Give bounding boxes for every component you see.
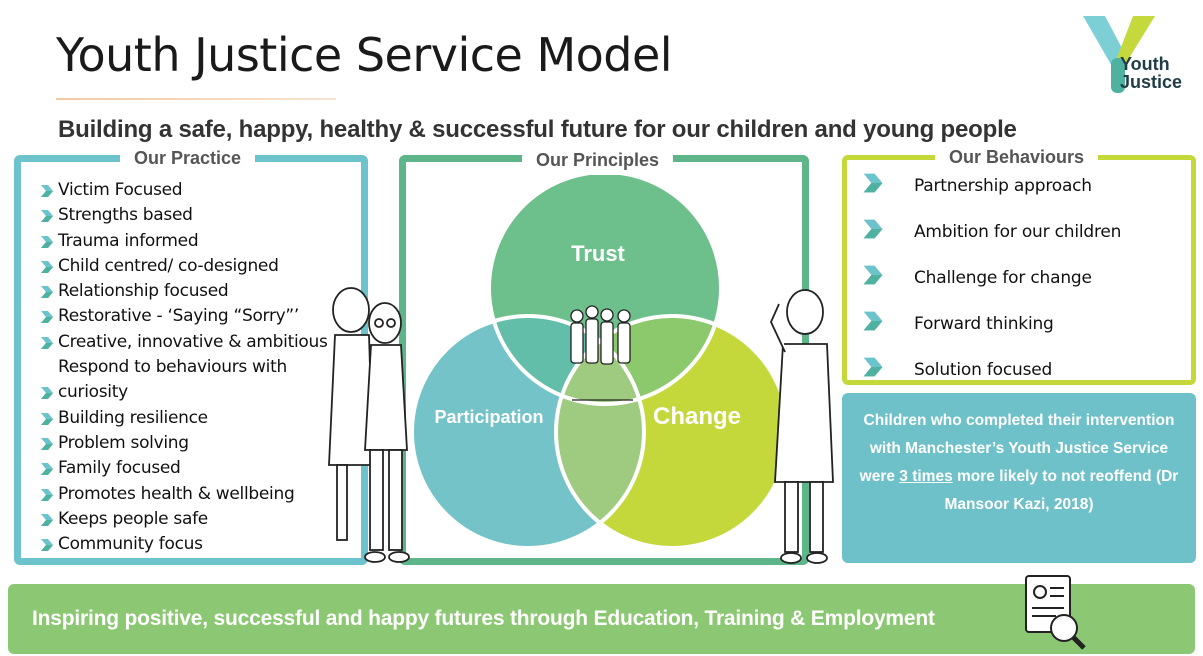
banner-text: Inspiring positive, successful and happy… <box>32 607 935 630</box>
practice-item-text: Relationship focused <box>58 281 229 302</box>
practice-item-text: Community focus <box>58 534 203 555</box>
behaviours-list-item: Solution focused <box>862 352 1121 398</box>
practice-item-text: Keeps people safe <box>58 508 208 529</box>
practice-list-item: Keeps people safe <box>40 507 328 532</box>
practice-item-text: Creative, innovative & ambitious <box>58 331 328 352</box>
practice-item-text: Strengths based <box>58 205 193 226</box>
practice-heading: Our Practice <box>120 148 256 169</box>
practice-list-item: Relationship focused <box>40 279 328 304</box>
chevron-bullet-icon <box>41 513 53 526</box>
practice-item-text: Family focused <box>58 458 181 479</box>
practice-list-item: Respond to behaviours with <box>40 355 328 380</box>
venn-label-change: Change <box>653 403 741 430</box>
behaviours-list-item: Partnership approach <box>862 168 1121 214</box>
practice-item-text: Restorative - ‘Saying “Sorry”’ <box>58 306 300 327</box>
behaviour-item-text: Forward thinking <box>914 314 1054 334</box>
page-title: Youth Justice Service Model <box>56 28 673 82</box>
chevron-bullet-icon <box>863 357 883 377</box>
practice-list-item: Restorative - ‘Saying “Sorry”’ <box>40 304 328 329</box>
logo-text-line2: Justice <box>1120 72 1183 92</box>
chevron-bullet-icon <box>41 235 53 248</box>
practice-list-item: Trauma informed <box>40 229 328 254</box>
resume-magnifier-icon <box>1025 575 1086 650</box>
chevron-bullet-icon <box>41 286 53 299</box>
stat-emphasis: 3 times <box>899 468 953 485</box>
behaviour-item-text: Solution focused <box>914 360 1053 380</box>
page-subtitle: Building a safe, happy, healthy & succes… <box>58 116 1017 143</box>
practice-list-item: Promotes health & wellbeing <box>40 482 328 507</box>
behaviours-list-item: Challenge for change <box>862 260 1121 306</box>
principles-venn-diagram: Trust Participation Change <box>410 175 790 550</box>
venn-label-trust: Trust <box>571 241 625 266</box>
practice-item-text: Building resilience <box>58 407 208 428</box>
people-illustration-left <box>328 287 410 563</box>
chevron-bullet-icon <box>863 311 883 331</box>
chevron-bullet-icon <box>41 185 53 197</box>
practice-list-item: Creative, innovative & ambitious <box>40 330 328 355</box>
behaviours-list-item: Ambition for our children <box>862 214 1121 260</box>
stat-text-after: more likely to not reoffend (Dr Mansoor … <box>944 468 1179 513</box>
logo-text-line1: Youth <box>1120 54 1170 74</box>
chevron-bullet-icon <box>41 311 53 324</box>
practice-list-item: Strengths based <box>40 203 328 228</box>
practice-item-text: Problem solving <box>58 432 189 453</box>
youth-justice-logo <box>1083 16 1155 93</box>
practice-list-item: Community focus <box>40 532 328 557</box>
title-underline <box>56 98 336 100</box>
practice-item-text: Promotes health & wellbeing <box>58 483 295 504</box>
venn-overlap-lower <box>556 316 644 548</box>
practice-item-text: curiosity <box>58 382 128 403</box>
bottom-banner <box>8 584 1195 654</box>
chevron-bullet-icon <box>41 488 53 501</box>
behaviour-item-text: Challenge for change <box>914 268 1092 288</box>
venn-outline-participation <box>410 314 646 550</box>
chevron-bullet-icon <box>41 387 53 400</box>
chevron-bullet-icon <box>41 210 53 223</box>
behaviour-item-text: Ambition for our children <box>914 222 1122 242</box>
chevron-bullet-icon <box>41 336 53 349</box>
chevron-bullet-icon <box>863 173 883 193</box>
chevron-bullet-icon <box>41 260 53 273</box>
chevron-bullet-icon <box>41 539 53 552</box>
practice-item-text: Trauma informed <box>58 230 199 251</box>
venn-label-participation: Participation <box>434 407 543 427</box>
practice-item-text: Child centred/ co-designed <box>58 255 279 276</box>
logo-text: Youth Justice <box>1120 55 1182 91</box>
practice-list-item: Victim Focused <box>40 178 328 203</box>
stat-text-before: Children who completed their interventio… <box>859 412 1175 485</box>
statistic-box: Children who completed their interventio… <box>842 393 1196 563</box>
practice-list-item: curiosity <box>40 380 328 405</box>
person-illustration-right <box>770 289 834 564</box>
behaviours-heading: Our Behaviours <box>935 147 1099 168</box>
behaviours-list-item: Forward thinking <box>862 306 1121 352</box>
practice-item-text: Respond to behaviours with <box>58 357 287 378</box>
practice-list-item: Problem solving <box>40 431 328 456</box>
chevron-bullet-icon <box>41 437 53 450</box>
chevron-bullet-icon <box>41 412 53 425</box>
practice-list-item: Child centred/ co-designed <box>40 254 328 279</box>
venn-outline-trust <box>487 175 723 406</box>
practice-item-text: Victim Focused <box>58 180 183 200</box>
chevron-bullet-icon <box>41 463 53 476</box>
practice-list-item: Family focused <box>40 456 328 481</box>
principles-heading: Our Principles <box>522 150 674 171</box>
group-of-people-illustration <box>570 305 633 401</box>
chevron-bullet-icon <box>863 265 883 285</box>
chevron-bullet-icon <box>863 219 883 239</box>
practice-list-item: Building resilience <box>40 406 328 431</box>
behaviour-item-text: Partnership approach <box>914 176 1092 196</box>
